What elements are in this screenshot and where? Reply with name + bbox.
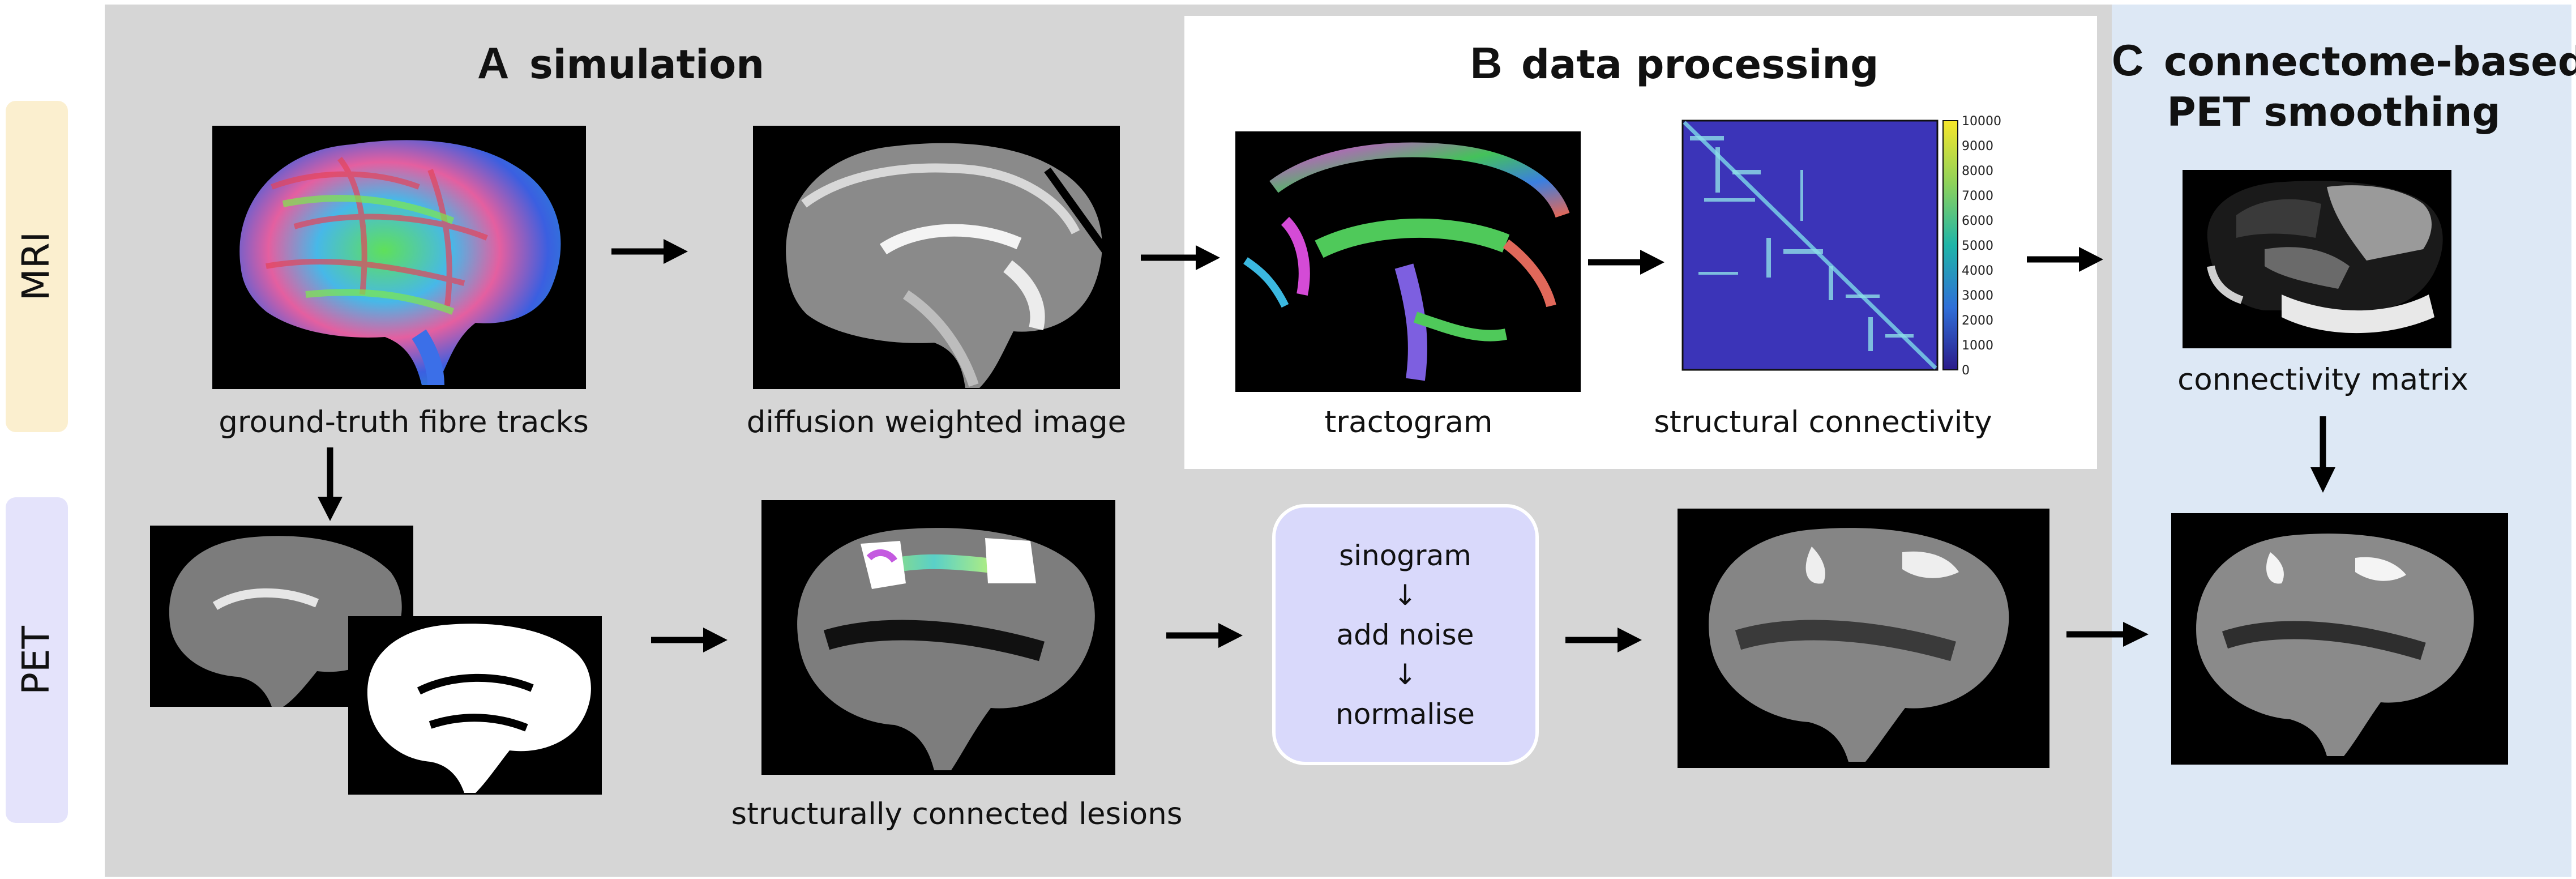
pet-row-label: PET [14, 625, 58, 695]
colorbar-tick: 2000 [1962, 314, 1993, 328]
noisy-pet-image [1678, 509, 2049, 768]
colorbar-tick: 7000 [1962, 189, 1993, 203]
section-c-title-line1: connectome-based [2164, 39, 2576, 85]
processing-step-sinogram: sinogram [1339, 539, 1471, 572]
mask-image [348, 616, 602, 795]
lesions-caption: structurally connected lesions [731, 797, 1183, 831]
colorbar-tick: 5000 [1962, 239, 1993, 253]
processing-step-normalise: normalise [1336, 698, 1475, 731]
lesions-image [761, 500, 1115, 775]
colorbar-tick: 0 [1962, 364, 1970, 378]
arrow-processing-to-noisy [1565, 628, 1642, 652]
colorbar: 10000 9000 8000 7000 6000 5000 4000 3000… [1942, 114, 2001, 378]
arrow-noisy-to-smoothed [2066, 622, 2149, 647]
arrow-fibre-to-dwi [611, 239, 688, 264]
processing-step-arrow: ↓ [1393, 579, 1417, 612]
structural-connectivity-caption: structural connectivity [1654, 405, 1992, 440]
fibre-tracks-caption: ground-truth fibre tracks [219, 405, 589, 440]
colorbar-tick: 4000 [1962, 264, 1993, 278]
arrow-parcellation-to-smoothed [2310, 416, 2335, 493]
tractogram-caption: tractogram [1325, 405, 1493, 440]
dwi-image [753, 126, 1120, 389]
colorbar-tick: 3000 [1962, 289, 1993, 303]
arrow-matrix-to-parcellation [2027, 247, 2103, 272]
colorbar-tick: 8000 [1962, 164, 1993, 178]
connectivity-matrix-plot: 10000 9000 8000 7000 6000 5000 4000 3000… [1681, 114, 2001, 378]
arrow-mask-to-lesions [651, 628, 728, 652]
section-a-letter: A [477, 38, 509, 88]
mri-row-tab [6, 101, 68, 432]
mri-row-label: MRI [14, 232, 58, 301]
processing-step-add-noise: add noise [1337, 618, 1474, 651]
section-c-letter: C [2112, 35, 2143, 85]
section-b-letter: B [1470, 38, 1502, 88]
colorbar-tick: 1000 [1962, 339, 1993, 353]
colorbar-tick: 10000 [1962, 114, 2001, 129]
processing-box: sinogram ↓ add noise ↓ normalise [1272, 504, 1539, 765]
colorbar-tick: 9000 [1962, 139, 1993, 153]
colorbar-tick: 6000 [1962, 214, 1993, 228]
arrow-fibre-to-t1 [318, 447, 343, 521]
arrow-lesions-to-processing [1166, 623, 1243, 648]
arrow-tractogram-to-matrix [1588, 250, 1664, 275]
section-b-title: data processing [1521, 41, 1878, 88]
smoothed-pet-image [2171, 513, 2508, 765]
section-a-title: simulation [529, 41, 764, 88]
section-c-title-line2: PET smoothing [2167, 89, 2500, 135]
arrow-dwi-to-tractogram [1141, 245, 1220, 270]
pet-row-tab [6, 497, 68, 823]
dwi-caption: diffusion weighted image [747, 405, 1127, 440]
fibre-tracks-image [212, 126, 586, 389]
parcellation-image [2183, 170, 2451, 348]
tractogram-image [1235, 131, 1581, 392]
processing-step-arrow: ↓ [1393, 658, 1417, 691]
connectivity-matrix-caption: connectivity matrix [2177, 362, 2468, 397]
